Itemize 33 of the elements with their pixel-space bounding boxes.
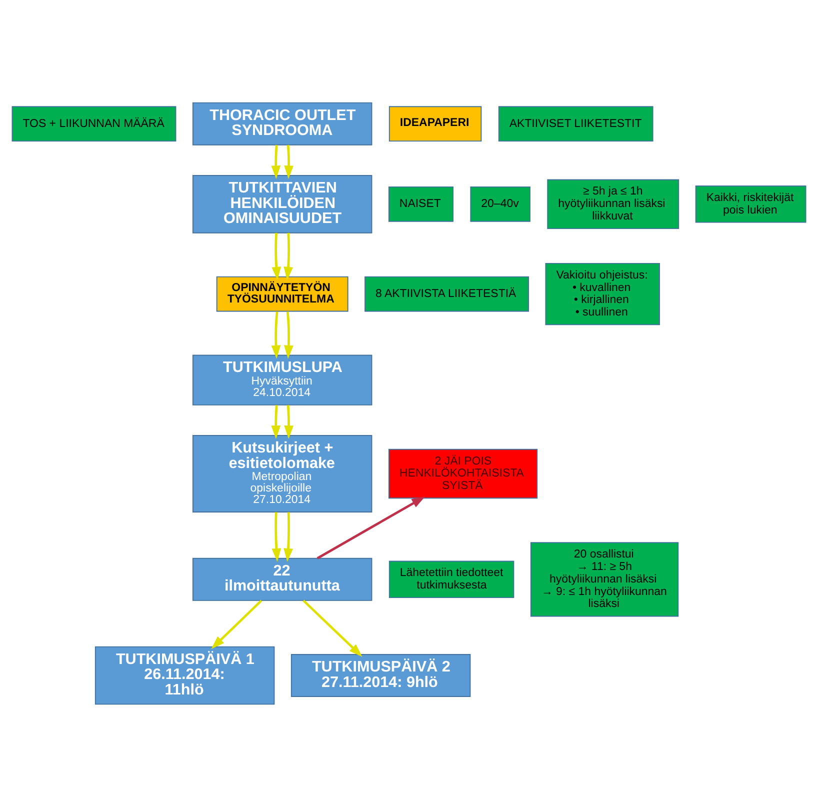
node-box: TUTKIMUSPÄIVÄ 1 26.11.2014: 11hlö — [94, 646, 275, 704]
node-box: Kaikki, riskitekijät pois lukien — [695, 185, 806, 222]
node-box: THORACIC OUTLET SYNDROOMA — [192, 102, 372, 145]
node-box: TOS + LIIKUNNAN MÄÄRÄ — [12, 106, 176, 142]
node-box: TUTKIMUSLUPA Hyväksyttiin 24.10.2014 — [192, 354, 372, 405]
node-box: AKTIIVISET LIIKETESTIT — [498, 106, 654, 142]
node-box: 2 JÄI POIS HENKILÖKOHTAISISTA SYISTÄ — [388, 448, 538, 498]
node-box: IDEAPAPERI — [388, 106, 482, 142]
arrow — [271, 144, 281, 179]
arrow — [284, 404, 294, 438]
arrow — [272, 232, 282, 280]
node-box: Lähetettiin tiedotteet tutkimuksesta — [388, 560, 514, 598]
node-box: 22 ilmoittautunutta — [192, 557, 372, 600]
arrow — [302, 599, 362, 656]
node-box: NAISET — [388, 186, 454, 222]
node-box: Kutsukirjeet + esitietolomake Metropolian opiskelijoille 27.10.2014 — [192, 434, 372, 512]
node-box: 20–40v — [470, 186, 530, 222]
node-box: OPINNÄYTETYÖN TYÖSUUNNITELMA — [216, 276, 348, 312]
arrow — [271, 404, 281, 438]
node-box: 20 osallistui → 11: ≥ 5h hyötyliikunnan lisäksi → 9: ≤ 1h hyötyliikunnan lisäksi — [530, 542, 679, 616]
arrow — [316, 496, 426, 559]
node-box: TUTKIMUSPÄIVÄ 2 27.11.2014: 9hlö — [290, 653, 471, 696]
arrow — [211, 599, 262, 649]
arrow — [284, 232, 293, 280]
arrow — [271, 311, 281, 358]
arrow — [284, 311, 294, 358]
node-box: ≥ 5h ja ≤ 1h hyötyliikunnan lisäksi liikkuvat — [547, 178, 680, 229]
node-box: TUTKITTAVIEN HENKILÖIDEN OMINAISUUDET — [192, 174, 372, 233]
arrow — [272, 512, 282, 562]
node-box: Vakioitu ohjeistus: • kuvallinen • kirjallinen • suullinen — [545, 262, 660, 325]
arrow — [284, 512, 293, 562]
node-box: 8 AKTIIVISTA LIIKETESTIÄ — [364, 276, 529, 312]
arrow — [284, 144, 294, 179]
